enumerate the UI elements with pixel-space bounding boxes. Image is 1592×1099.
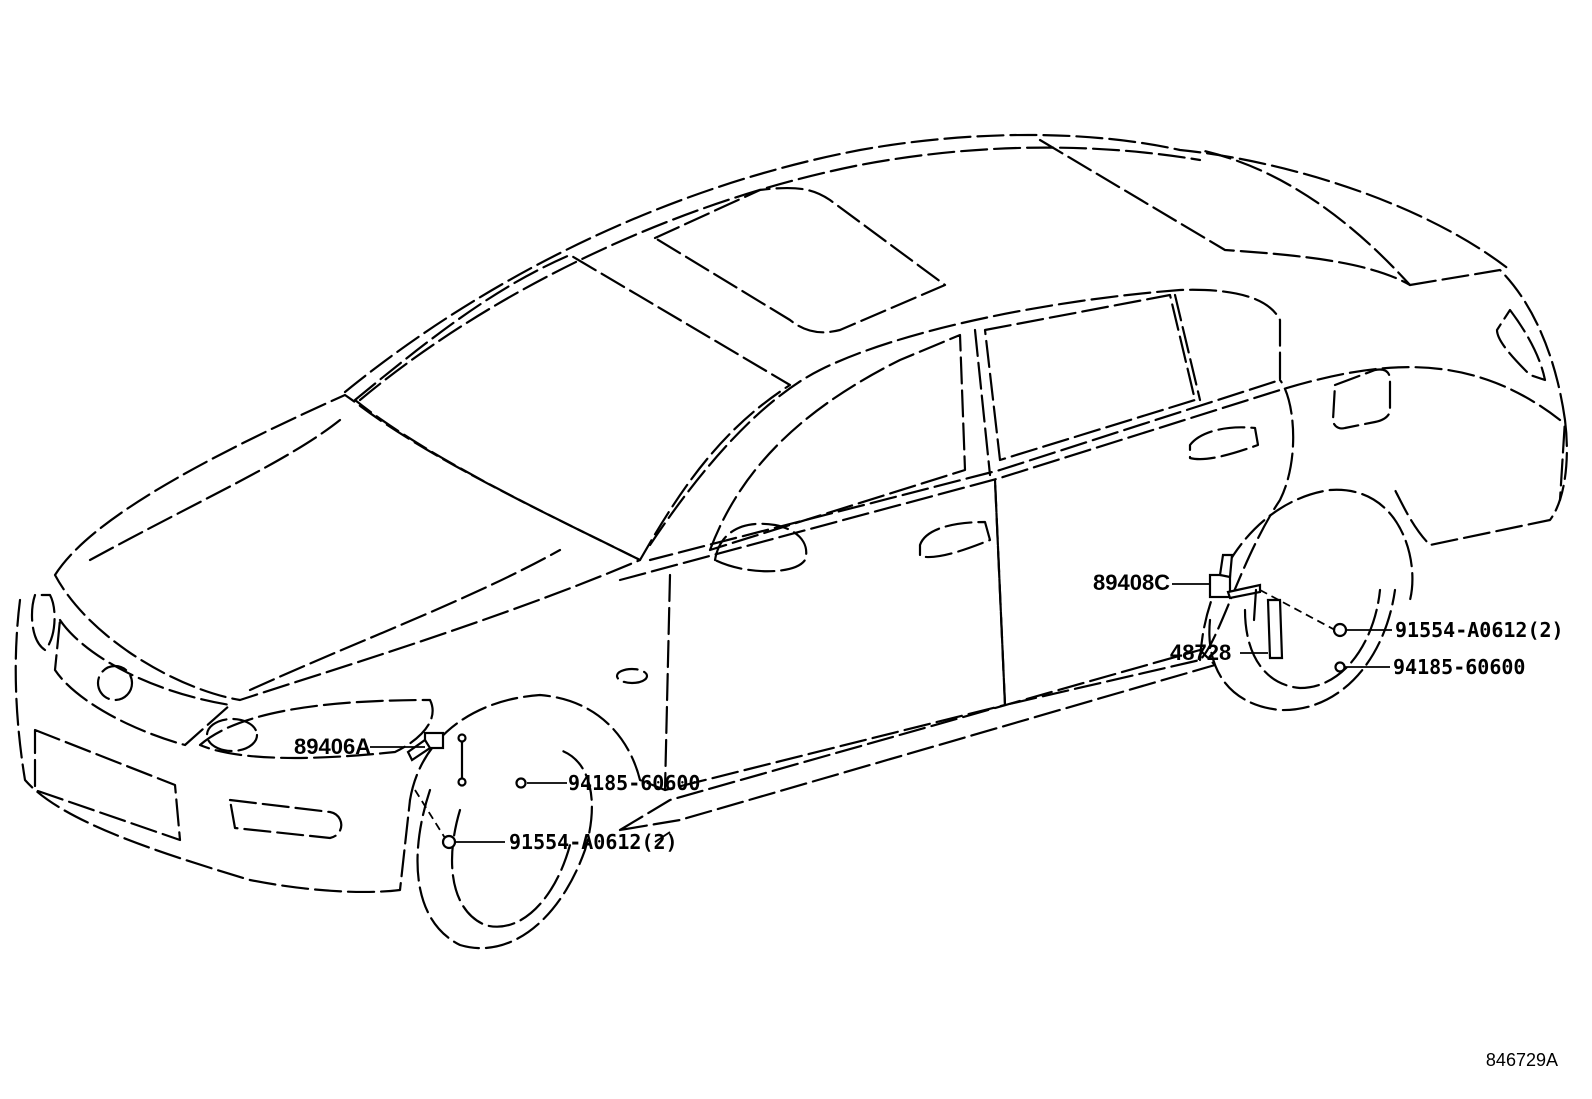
callout-48728: 48728: [1170, 640, 1232, 665]
rear-wheel-outer: [1208, 588, 1397, 712]
emblem: [96, 664, 134, 702]
front-height-sensor: [406, 731, 467, 787]
headlight-lens: [205, 717, 259, 753]
rear-fender: [1198, 488, 1414, 662]
rocker-panel: [618, 648, 1217, 832]
hood: [53, 393, 642, 702]
leader-rear-dash: [1259, 589, 1336, 631]
callout-94185-60600-front: 94185-60600: [568, 771, 701, 795]
callout-89406A: 89406A: [294, 734, 372, 759]
callout-89408C: 89408C: [1093, 570, 1171, 595]
leader-91554-front-ext: [654, 831, 671, 843]
front-door: [663, 478, 1007, 792]
leader-91554-front-dash: [414, 789, 446, 839]
roof-inner-line: [358, 146, 1202, 402]
tail-light: [1495, 308, 1547, 382]
callout-91554-A0612-front: 91554-A0612(2): [509, 830, 678, 854]
callout-91554-A0612-rear: 91554-A0612(2): [1395, 618, 1564, 642]
fog-light: [228, 798, 343, 840]
roof-outline: [343, 133, 1512, 394]
rear-height-sensor: [1208, 553, 1262, 622]
rear-bolt-icon: [1332, 622, 1348, 638]
rear-nut-icon: [1334, 661, 1346, 673]
fuel-door: [1331, 368, 1392, 430]
callout-94185-60600-rear: 94185-60600: [1393, 655, 1526, 679]
rear-bracket: [1266, 598, 1284, 660]
side-marker: [615, 667, 649, 685]
left-headlight: [30, 593, 56, 652]
right-headlight: [198, 698, 434, 760]
rear-door: [993, 378, 1295, 707]
grille: [53, 618, 232, 747]
front-bumper-lower: [33, 728, 182, 842]
front-wheel-inner: [450, 808, 572, 928]
hood-crease-2: [248, 548, 562, 692]
front-fender: [408, 693, 667, 802]
front-door-handle: [918, 520, 992, 559]
front-door-window: [708, 333, 967, 552]
hood-crease: [88, 418, 342, 562]
front-nut-icon: [515, 777, 527, 789]
front-wheel-outer: [416, 748, 593, 950]
rear-bumper: [1393, 418, 1568, 547]
front-bumper: [14, 598, 412, 894]
rear-door-window: [983, 293, 1197, 462]
trunk-lid: [1408, 268, 1567, 502]
rear-door-handle: [1188, 426, 1260, 461]
side-mirror: [713, 522, 808, 573]
b-pillar: [973, 328, 992, 477]
sunroof: [653, 186, 947, 334]
c-pillar: [1173, 293, 1202, 402]
side-windows: [648, 288, 1282, 562]
windshield: [353, 253, 792, 562]
reference-code: 846729A: [1485, 1050, 1558, 1070]
rear-window: [1038, 138, 1412, 287]
beltline: [618, 366, 1562, 582]
